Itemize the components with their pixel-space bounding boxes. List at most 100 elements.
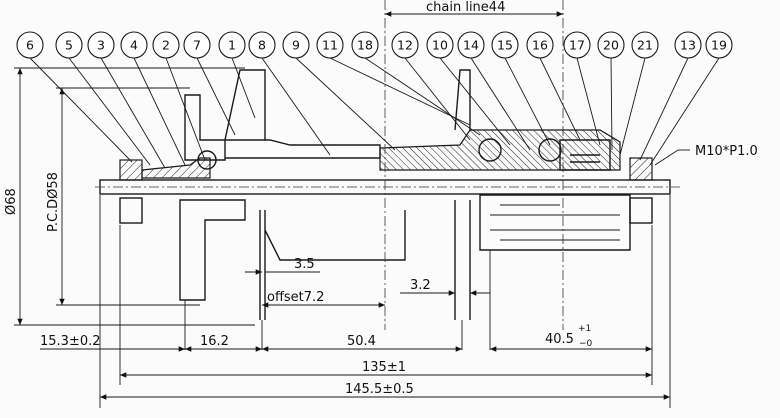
balloon-label-17: 17 — [569, 38, 585, 53]
balloon-leader-3 — [100, 57, 166, 169]
balloon-15 — [491, 31, 519, 59]
balloon-11 — [316, 31, 344, 59]
dim-15-3-label: 15.3±0.2 — [40, 334, 101, 349]
chain-line-label: chain line44 — [426, 0, 505, 15]
balloon-leader-19 — [649, 57, 720, 166]
dimensions: chain line44 Ø68 P.C.DØ58 3.5 offset7.2 … — [4, 0, 758, 400]
dim-3-2-label: 3.2 — [410, 278, 431, 293]
balloon-label-13: 13 — [680, 38, 696, 53]
balloon-leader-14 — [470, 57, 531, 151]
hub-shell-lower — [264, 210, 406, 261]
left-flange — [184, 94, 226, 161]
balloon-leader-13 — [639, 57, 689, 161]
dim-3-5-label: 3.5 — [294, 257, 315, 272]
pcd58-label: P.C.DØ58 — [46, 172, 61, 232]
balloon-label-14: 14 — [463, 38, 479, 53]
dim-135-label: 135±1 — [362, 360, 406, 375]
balloon-leader-7 — [196, 57, 236, 136]
balloon-leader-20 — [610, 57, 613, 151]
freewheel-lower — [479, 194, 631, 251]
balloon-10 — [426, 31, 454, 59]
balloon-8 — [248, 31, 276, 59]
balloon-leader-1 — [231, 57, 256, 119]
dim-40-5-label: 40.5 — [545, 332, 574, 347]
balloon-2 — [152, 31, 180, 59]
balloon-9 — [282, 31, 310, 59]
balloon-label-21: 21 — [637, 38, 653, 53]
balloon-label-15: 15 — [497, 38, 513, 53]
balloon-leader-9 — [295, 57, 396, 151]
balloon-13 — [674, 31, 702, 59]
balloon-label-16: 16 — [532, 38, 548, 53]
balloon-5 — [55, 31, 83, 59]
balloon-21 — [631, 31, 659, 59]
dim-16-2-label: 16.2 — [200, 334, 229, 349]
balloon-leader-2 — [165, 57, 206, 161]
hub-body — [95, 69, 680, 320]
balloon-14 — [457, 31, 485, 59]
hub-shell-right — [379, 129, 621, 171]
balloon-label-9: 9 — [292, 38, 300, 53]
balloon-label-4: 4 — [130, 38, 138, 53]
freewheel-lines — [570, 154, 600, 163]
balloon-label-5: 5 — [65, 38, 73, 53]
balloon-leader-15 — [504, 57, 551, 146]
balloon-leader-6 — [29, 57, 133, 163]
left-flange-spoke-lines — [259, 210, 266, 320]
balloon-3 — [87, 31, 115, 59]
freewheel-lower-lines — [490, 204, 620, 241]
left-end-cap — [119, 197, 143, 224]
offset-label: offset7.2 — [267, 290, 324, 305]
balloon-20 — [597, 31, 625, 59]
balloon-label-11: 11 — [322, 38, 338, 53]
right-flange-lower — [454, 200, 471, 320]
dim-40-5-sub: −0 — [579, 339, 593, 349]
balloon-12 — [391, 31, 419, 59]
thread-label: M10*P1.0 — [695, 144, 758, 159]
balloon-leader-11 — [329, 57, 471, 126]
freewheel-body — [559, 139, 611, 171]
balloon-label-6: 6 — [26, 38, 34, 53]
thread-leader-1 — [654, 149, 679, 166]
left-flange-upper — [224, 69, 266, 141]
left-cone — [141, 157, 211, 179]
left-flange-lower — [179, 199, 246, 301]
balloon-leader-4 — [133, 57, 186, 166]
balloon-18 — [351, 31, 379, 59]
balloon-label-10: 10 — [432, 38, 448, 53]
balloon-leader-18 — [364, 57, 481, 136]
dia68-label: Ø68 — [4, 188, 19, 215]
balloon-17 — [563, 31, 591, 59]
balloon-label-8: 8 — [258, 38, 266, 53]
hub-shell-left — [225, 139, 381, 159]
dim-40-5-sup: +1 — [578, 324, 591, 334]
dim-50-4-label: 50.4 — [347, 334, 376, 349]
balloon-leader-5 — [68, 57, 151, 166]
right-bearing-ball-1 — [478, 138, 502, 162]
balloon-leader-8 — [261, 57, 331, 156]
balloon-label-20: 20 — [603, 38, 619, 53]
balloon-4 — [120, 31, 148, 59]
balloon-leader-12 — [404, 57, 471, 141]
balloon-leader-16 — [539, 57, 581, 141]
balloon-label-3: 3 — [97, 38, 105, 53]
left-locknut — [119, 159, 143, 181]
balloon-leader-17 — [576, 57, 601, 146]
right-bearing-ball-2 — [538, 138, 562, 162]
right-locknut — [629, 157, 653, 181]
balloon-label-1: 1 — [228, 38, 236, 53]
balloon-19 — [705, 31, 733, 59]
balloon-label-7: 7 — [193, 38, 201, 53]
balloon-label-19: 19 — [711, 38, 727, 53]
balloon-16 — [526, 31, 554, 59]
right-end-cap — [629, 197, 653, 224]
balloon-leader-21 — [619, 57, 646, 156]
balloon-1 — [218, 31, 246, 59]
right-flange — [454, 69, 471, 131]
balloon-leader-10 — [439, 57, 511, 146]
balloon-7 — [183, 31, 211, 59]
balloon-label-2: 2 — [162, 38, 170, 53]
